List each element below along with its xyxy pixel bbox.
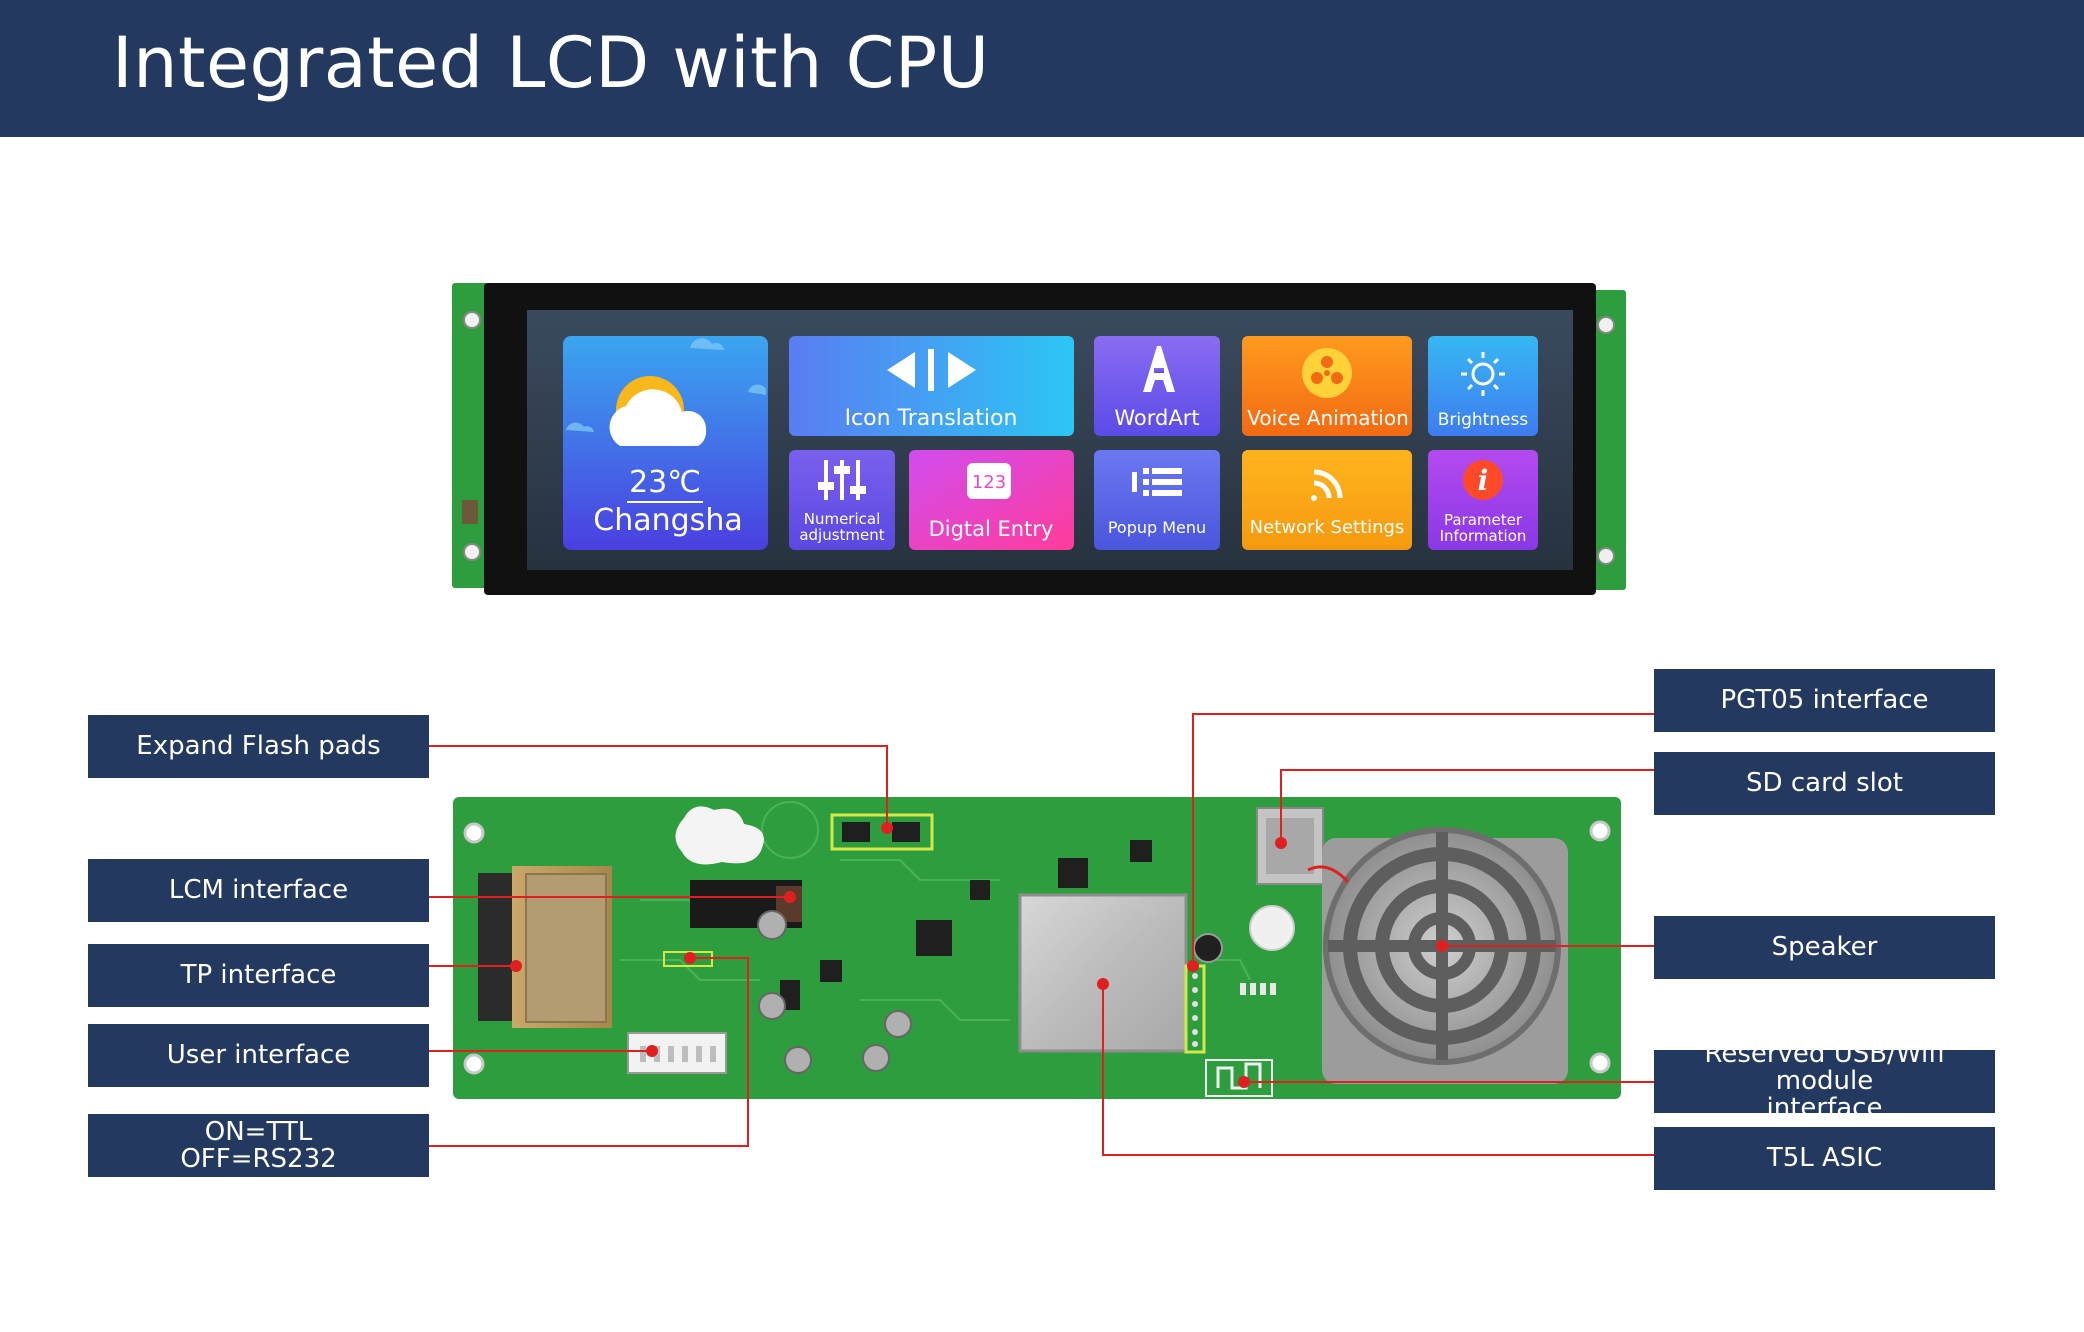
tile-voice-animation[interactable]: Voice Animation: [1242, 336, 1412, 436]
lcd-pcb-edge-right: [1592, 290, 1626, 590]
callout-text: PGT05 interface: [1720, 685, 1929, 715]
tile-label-digital-entry: Digtal Entry: [929, 517, 1054, 541]
menu-icon: [1132, 468, 1182, 496]
callout-pgt05-interface: PGT05 interface: [1654, 669, 1995, 732]
callout-usb-wifi: Reserved USB/Wifi module interface: [1654, 1041, 1995, 1122]
keypad-icon: 123: [967, 463, 1011, 499]
tile-label-wordart: WordArt: [1114, 406, 1199, 430]
callout-text-line1: ON=TTL: [204, 1116, 313, 1147]
tile-label-popup-menu: Popup Menu: [1108, 518, 1206, 537]
callout-text-line2: interface: [1766, 1093, 1883, 1123]
pcb-board: [453, 797, 1621, 1099]
tile-digital-entry[interactable]: 123 Digtal Entry: [909, 450, 1074, 550]
page-title: Integrated LCD with CPU: [112, 22, 990, 104]
callout-ttl-rs232: ON=TTL OFF=RS232: [88, 1114, 429, 1177]
weather-temperature: 23℃: [629, 465, 701, 500]
letter-a-icon: [1143, 346, 1175, 392]
svg-text:i: i: [1478, 464, 1489, 497]
glue-blob: [675, 806, 764, 865]
tile-parameter-information[interactable]: i Parameter Information: [1428, 450, 1538, 550]
leader-lines: [429, 713, 1654, 1156]
sliders-icon: [818, 460, 866, 500]
leader-ttl: [429, 957, 749, 1147]
tile-label-voice-animation: Voice Animation: [1247, 406, 1409, 430]
usb-wifi-pads: [1205, 1059, 1273, 1097]
film-reel-icon: [1302, 348, 1352, 398]
leader-expand-flash: [429, 745, 888, 828]
tile-label-parameter-2: Information: [1440, 527, 1527, 545]
callout-text: SD card slot: [1746, 768, 1903, 798]
tile-label-brightness: Brightness: [1438, 410, 1529, 430]
header-banner: Integrated LCD with CPU: [0, 0, 2084, 137]
weather-city: Changsha: [593, 503, 742, 538]
callout-text: User interface: [166, 1040, 351, 1070]
callout-t5l-asic: T5L ASIC: [1654, 1127, 1995, 1190]
tile-label-numerical-2: adjustment: [799, 526, 884, 544]
tile-label-icon-translation: Icon Translation: [845, 406, 1018, 431]
tp-connector: [478, 873, 516, 1021]
leader-pgt05: [1192, 713, 1654, 966]
callout-text: T5L ASIC: [1766, 1143, 1883, 1173]
tile-label-network-settings: Network Settings: [1250, 517, 1405, 538]
lcd-module: 23℃ Changsha Icon Translation WordArt: [452, 283, 1626, 595]
callout-text: LCM interface: [168, 875, 349, 905]
callout-text: Speaker: [1771, 932, 1878, 962]
sun-icon: [1461, 352, 1505, 396]
callout-text-line1: Reserved USB/Wifi module: [1704, 1039, 1945, 1096]
weather-cloud-icon: [566, 338, 766, 446]
speaker: [1307, 827, 1568, 1084]
leader-t5l: [1102, 984, 1654, 1156]
digital-entry-badge: 123: [972, 472, 1006, 493]
callout-expand-flash: Expand Flash pads: [88, 715, 429, 778]
tile-popup-menu[interactable]: Popup Menu: [1094, 450, 1220, 550]
flash-pads: [830, 813, 934, 851]
arrows-icon: [887, 349, 976, 391]
tile-label-parameter-1: Parameter: [1444, 511, 1523, 529]
tile-network-settings[interactable]: Network Settings: [1242, 450, 1412, 550]
tile-brightness[interactable]: Brightness: [1428, 336, 1538, 436]
tile-label-numerical-1: Numerical: [804, 510, 881, 528]
callout-sd-card-slot: SD card slot: [1654, 752, 1995, 815]
callout-lcm-interface: LCM interface: [88, 859, 429, 922]
info-icon: i: [1463, 460, 1503, 500]
tile-icon-translation[interactable]: Icon Translation: [789, 336, 1074, 436]
callout-text-line2: OFF=RS232: [180, 1143, 337, 1174]
callout-tp-interface: TP interface: [88, 944, 429, 1007]
callout-speaker: Speaker: [1654, 916, 1995, 979]
leader-dots: [510, 822, 1448, 1088]
callout-user-interface: User interface: [88, 1024, 429, 1087]
leader-sd: [1280, 769, 1654, 843]
tile-wordart[interactable]: WordArt: [1094, 336, 1220, 436]
weather-tile[interactable]: 23℃ Changsha: [563, 336, 768, 550]
callout-text: Expand Flash pads: [136, 731, 381, 761]
wifi-icon: [1311, 469, 1343, 501]
tile-numerical-adjustment[interactable]: Numerical adjustment: [789, 450, 895, 550]
callout-text: TP interface: [180, 960, 337, 990]
